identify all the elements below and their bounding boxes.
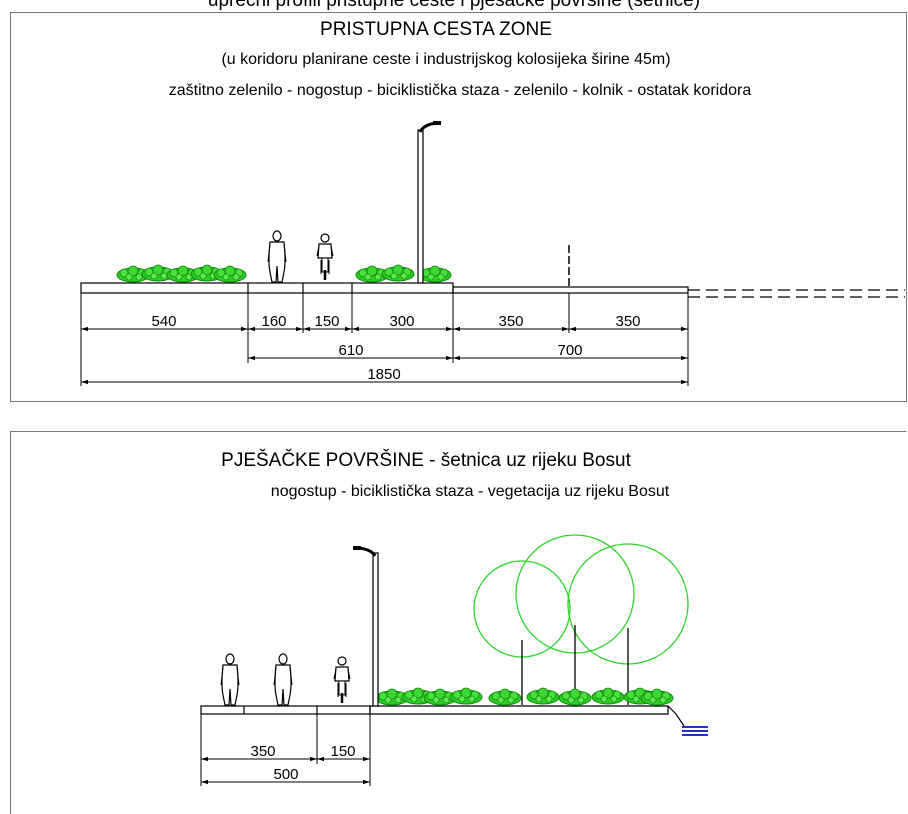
dim-160: 160 xyxy=(261,313,286,330)
section-b-trees xyxy=(473,534,689,705)
section-a-legend: zaštitno zelenilo - nogostup - biciklist… xyxy=(169,82,752,99)
pedestrian-icon xyxy=(220,653,240,706)
dim-540: 540 xyxy=(151,313,176,330)
section-a-dimension-labels: 540 160 150 300 350 350 610 700 1850 xyxy=(151,313,640,383)
pedestrian-icon xyxy=(267,230,287,283)
section-b-dimension-labels: 350 150 500 xyxy=(250,743,355,783)
section-b-profile xyxy=(200,705,685,727)
dim-700: 700 xyxy=(557,342,582,359)
water-level-icon xyxy=(682,726,708,736)
dim-b-150: 150 xyxy=(330,743,355,760)
street-lamp-icon xyxy=(417,121,441,284)
pedestrian-icon xyxy=(273,653,293,706)
section-a-title: PRISTUPNA CESTA ZONE xyxy=(320,19,552,40)
section-a-profile xyxy=(80,245,905,298)
street-lamp-icon xyxy=(353,546,379,707)
section-b-dimension-lines xyxy=(200,714,371,786)
dim-b-500: 500 xyxy=(273,766,298,783)
dim-1850: 1850 xyxy=(367,366,400,383)
dim-610: 610 xyxy=(338,342,363,359)
dim-350-a: 350 xyxy=(498,313,523,330)
section-b-frame xyxy=(10,431,907,814)
section-a-dimension-lines xyxy=(80,293,689,386)
cyclist-icon xyxy=(315,232,335,282)
section-a-frame xyxy=(10,12,907,402)
dim-350-b: 350 xyxy=(615,313,640,330)
dim-b-350: 350 xyxy=(250,743,275,760)
page-caption: uprečni profili pristupne ceste i pješač… xyxy=(208,0,700,11)
cyclist-icon xyxy=(332,655,352,705)
section-a-subtitle: (u koridoru planirane ceste i industrijs… xyxy=(221,51,670,68)
section-b-legend: nogostup - biciklistička staza - vegetac… xyxy=(271,483,670,500)
dim-300: 300 xyxy=(389,313,414,330)
section-b-title: PJEŠAČKE POVRŠINE - šetnica uz rijeku Bo… xyxy=(221,449,631,471)
dim-150: 150 xyxy=(314,313,339,330)
